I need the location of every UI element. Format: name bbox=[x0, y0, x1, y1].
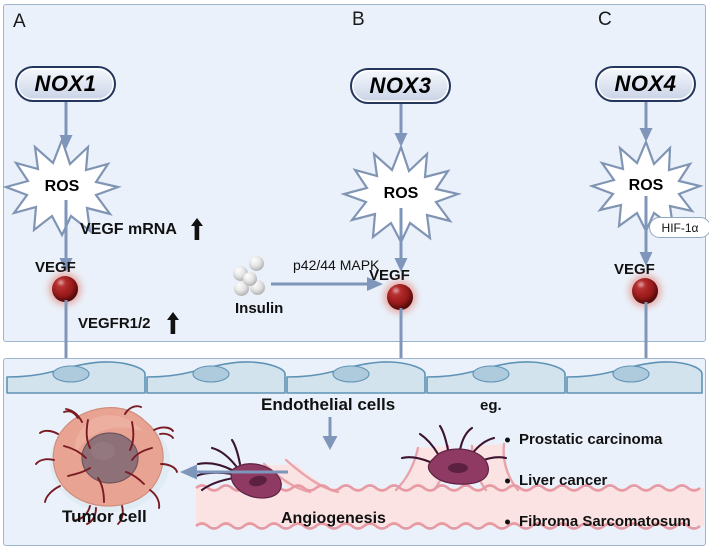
vegf-sphere-c bbox=[632, 278, 658, 304]
arrow-ros-to-vegf-a bbox=[52, 200, 80, 274]
up-arrow-vegfr12 bbox=[166, 312, 180, 334]
nox4-capsule[interactable]: NOX4 bbox=[595, 66, 696, 102]
arrow-ros-to-vegf-b bbox=[387, 208, 415, 274]
arrow-nox3-to-ros bbox=[387, 104, 415, 150]
arrow-ros-to-vegf-c bbox=[632, 196, 660, 268]
example-item: Fibroma Sarcomatosum bbox=[503, 514, 691, 529]
nox4-label: NOX4 bbox=[614, 71, 677, 96]
ros-label-b: ROS bbox=[383, 185, 419, 202]
vegf-label-a: VEGF bbox=[35, 259, 76, 276]
arrow-nox4-to-ros bbox=[632, 102, 660, 144]
endothelial-cells-label: Endothelial cells bbox=[261, 395, 396, 414]
arrow-nox1-to-ros bbox=[52, 102, 80, 152]
tip-cell bbox=[400, 424, 508, 485]
ros-label-c: ROS bbox=[628, 177, 664, 194]
nox3-capsule[interactable]: NOX3 bbox=[350, 68, 451, 104]
up-arrow-vegf-mrna bbox=[190, 218, 204, 240]
tumor-cell-illustration bbox=[30, 398, 180, 525]
signaling-panel bbox=[3, 4, 706, 342]
eg-label: eg. bbox=[480, 397, 502, 414]
arrow-insulin-to-vegf bbox=[271, 275, 385, 293]
vegf-label-b: VEGF bbox=[369, 267, 410, 284]
hif1a-label: HIF-1α bbox=[661, 220, 699, 235]
nox3-label: NOX3 bbox=[369, 73, 432, 98]
panel-letter-c: C bbox=[598, 9, 612, 30]
vegf-sphere-a bbox=[52, 276, 78, 302]
tumor-cell-label: Tumor cell bbox=[62, 507, 147, 526]
panel-letter-b: B bbox=[352, 9, 365, 30]
vegf-label-c: VEGF bbox=[614, 261, 655, 278]
ros-label-a: ROS bbox=[44, 178, 80, 195]
vegf-sphere-b bbox=[387, 284, 413, 310]
hif1a-pill[interactable]: HIF-1α bbox=[649, 217, 709, 238]
arrow-sprout-to-tumor bbox=[178, 462, 288, 482]
endothelial-cell-layer bbox=[5, 360, 704, 395]
insulin-label: Insulin bbox=[235, 300, 284, 317]
p42-44-mapk-label: p42/44 MAPK bbox=[293, 257, 380, 273]
insulin-sphere bbox=[243, 272, 257, 286]
insulin-sphere bbox=[249, 256, 264, 271]
angiogenesis-label: Angiogenesis bbox=[281, 510, 386, 527]
vegf-mrna-label: VEGF mRNA bbox=[80, 221, 177, 238]
nox1-capsule[interactable]: NOX1 bbox=[15, 66, 116, 102]
vegfr12-label: VEGFR1/2 bbox=[78, 315, 151, 332]
panel-letter-a: A bbox=[13, 11, 26, 32]
nox1-label: NOX1 bbox=[34, 71, 97, 96]
example-item: Liver cancer bbox=[503, 473, 691, 488]
ros-burst-a: ROS bbox=[2, 136, 122, 238]
arrow-to-tip-cell bbox=[316, 417, 344, 451]
example-item: Prostatic carcinoma bbox=[503, 432, 691, 447]
